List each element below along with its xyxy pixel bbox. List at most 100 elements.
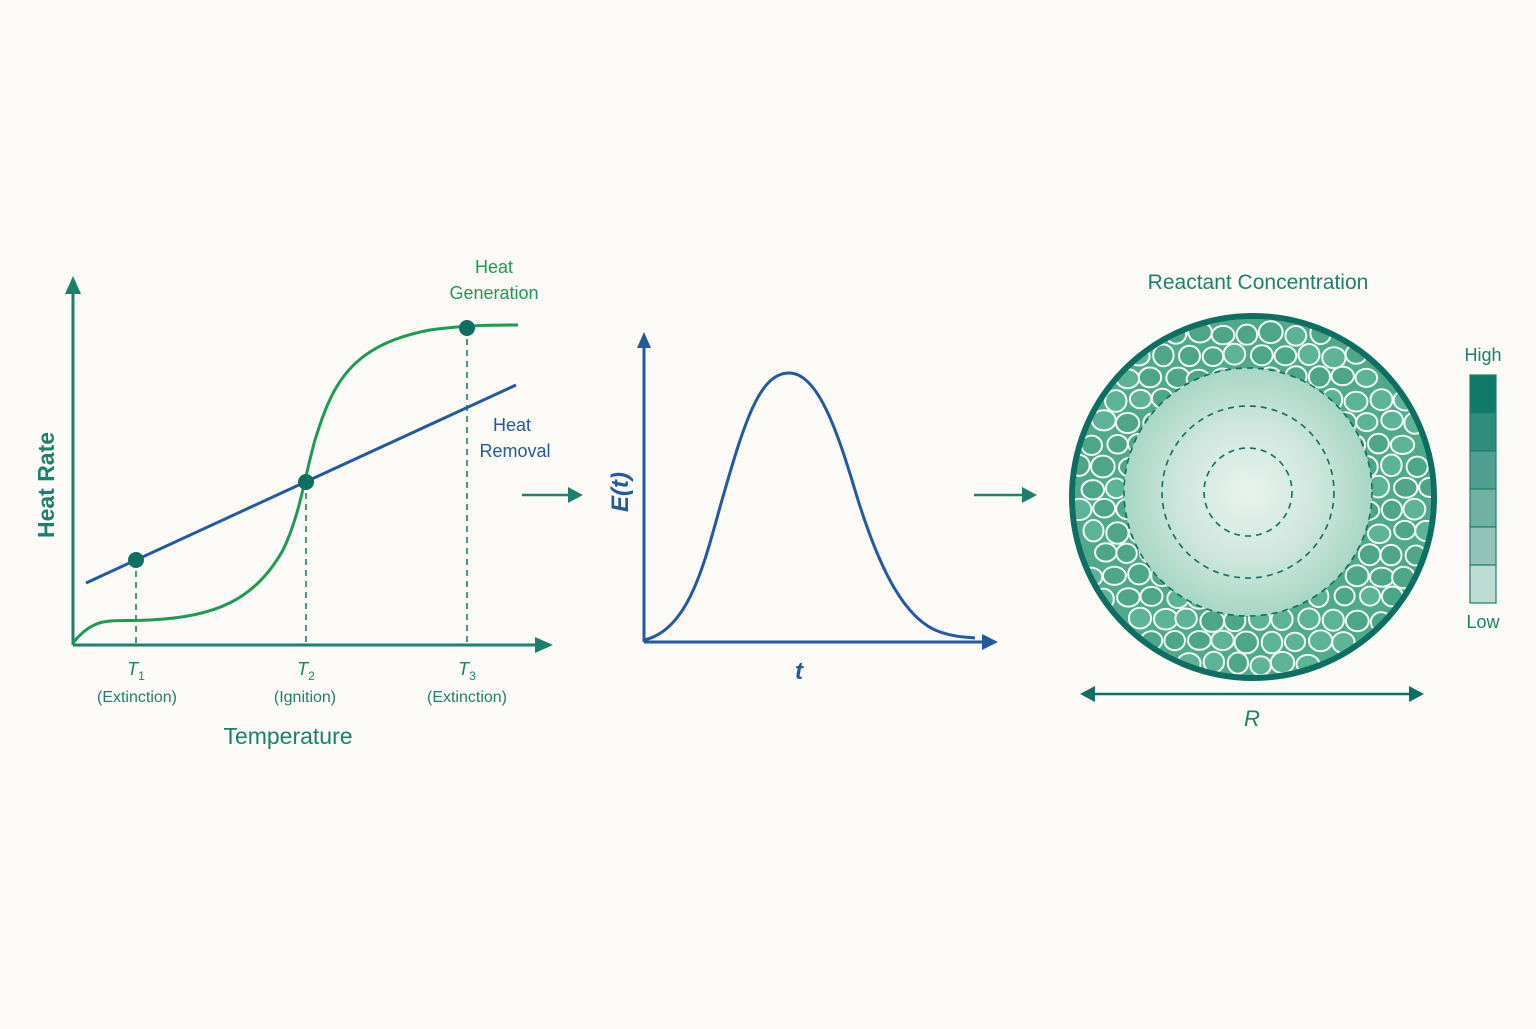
pellet-particle — [1090, 454, 1116, 479]
pellet-particle — [1163, 630, 1186, 652]
pellet-particle — [1137, 366, 1163, 389]
pellet-ring-boundary — [1123, 367, 1373, 617]
pellet-particle — [1380, 498, 1403, 521]
pellet-particle — [1127, 562, 1151, 586]
pellet-particle — [1380, 453, 1403, 478]
radius-left-arrowhead-icon — [1080, 686, 1095, 702]
scale-swatch — [1469, 564, 1497, 604]
scale-swatch — [1469, 488, 1497, 528]
pellet-particle — [1393, 476, 1419, 499]
rtd-y-axis-label: E(t) — [607, 472, 634, 512]
pellet-particle — [1106, 434, 1129, 455]
pellet-particle — [1210, 629, 1235, 652]
rtd-panel: E(t) t — [607, 332, 998, 685]
arrowhead-icon — [1022, 487, 1037, 503]
pellet-particle — [1343, 390, 1369, 413]
heat-removal-label-2: Removal — [479, 441, 550, 461]
pellet-particle — [1344, 609, 1370, 633]
pellet-particle — [1393, 519, 1417, 541]
t2-note: (Ignition) — [274, 689, 336, 706]
pellet-particle — [1201, 346, 1225, 368]
pellet-particle — [1330, 365, 1355, 387]
pellet-particle — [1226, 651, 1250, 675]
pellet-particle — [1367, 432, 1390, 455]
heat-generation-curve — [71, 323, 519, 644]
pellet-particle — [1369, 388, 1394, 412]
pellet-particle — [1082, 519, 1105, 543]
pellet-particle — [1092, 497, 1117, 519]
x-axis-label: Temperature — [223, 723, 352, 749]
heat-generation-label-1: Heat — [475, 257, 513, 277]
pellet-ring-inner — [1203, 447, 1293, 537]
pellet-particle — [1389, 434, 1416, 455]
pellet-particle — [1367, 523, 1392, 545]
pellet-particle — [1257, 320, 1284, 345]
scale-swatch — [1469, 526, 1497, 566]
scale-high-label: High — [1464, 345, 1501, 365]
t3-note: (Extinction) — [427, 689, 507, 706]
arrowhead-icon — [568, 487, 583, 503]
pellet-particle — [1235, 323, 1259, 346]
pellet-particle — [1152, 343, 1175, 368]
pellet-ring-middle — [1161, 405, 1335, 579]
heat-balance-panel: Heat Generation Heat Removal Heat Rate T… — [33, 257, 553, 749]
pellet-particle — [1297, 343, 1321, 366]
rtd-curve — [643, 371, 976, 642]
heat-removal-label-1: Heat — [493, 415, 531, 435]
pellet-particle — [1369, 566, 1395, 588]
t1-point — [128, 552, 144, 568]
pellet-particle — [1127, 606, 1153, 630]
radius-right-arrowhead-icon — [1409, 686, 1424, 702]
pellet-particle — [1284, 325, 1308, 347]
pellet-particle — [1402, 497, 1427, 521]
flow-arrow-1 — [522, 487, 583, 503]
rtd-y-arrowhead-icon — [637, 332, 651, 348]
heat-generation-label-2: Generation — [449, 283, 538, 303]
pellet-particle — [1249, 344, 1274, 367]
pellet-particle — [1210, 324, 1236, 346]
pellet-particle — [1269, 650, 1296, 675]
y-axis-arrowhead-icon — [65, 276, 81, 294]
pellet-particle — [1273, 345, 1298, 367]
pellet-particle — [1153, 607, 1179, 631]
radius-label: R — [1244, 706, 1260, 731]
pellet-particle — [1357, 543, 1382, 567]
y-axis-label: Heat Rate — [33, 432, 59, 538]
scale-low-label: Low — [1466, 612, 1500, 632]
t2-point — [298, 474, 314, 490]
pellet-particle — [1321, 346, 1347, 370]
pellet-particle — [1222, 342, 1247, 366]
pellet-particle — [1115, 412, 1141, 434]
pellet-particle — [1359, 585, 1381, 607]
pellet-particle — [1104, 389, 1128, 413]
pellet-particle — [1116, 587, 1141, 608]
scale-swatch — [1469, 374, 1497, 414]
pellet-particle — [1380, 409, 1404, 431]
t3-point — [459, 320, 475, 336]
pellet-particle — [1344, 564, 1370, 588]
pellet-particle — [1249, 655, 1272, 675]
pellet-particle — [1308, 629, 1334, 653]
pellet-particle — [1101, 565, 1127, 586]
pellet-particle — [1128, 388, 1153, 410]
pellet-particle — [1354, 367, 1379, 388]
pellet-particle — [1187, 630, 1212, 651]
pellet-particle — [1260, 630, 1284, 655]
pellet-particle — [1297, 607, 1321, 631]
pellet-particle — [1139, 585, 1164, 607]
pellet-core — [1124, 368, 1372, 616]
t2-label: T2 — [297, 659, 315, 683]
pellet-particle — [1355, 412, 1379, 433]
pellet-particle — [1405, 455, 1429, 478]
pellet-panel: Reactant Concentration R High Low — [1069, 271, 1502, 731]
flow-arrow-2 — [974, 487, 1037, 503]
pellet-particle — [1075, 497, 1093, 521]
pellet-particle — [1094, 542, 1118, 563]
t3-label: T3 — [458, 659, 476, 683]
pellet-particle — [1115, 542, 1138, 564]
pellet-particle — [1233, 630, 1260, 655]
t1-label: T1 — [127, 659, 145, 683]
pellet-particle — [1283, 631, 1307, 653]
